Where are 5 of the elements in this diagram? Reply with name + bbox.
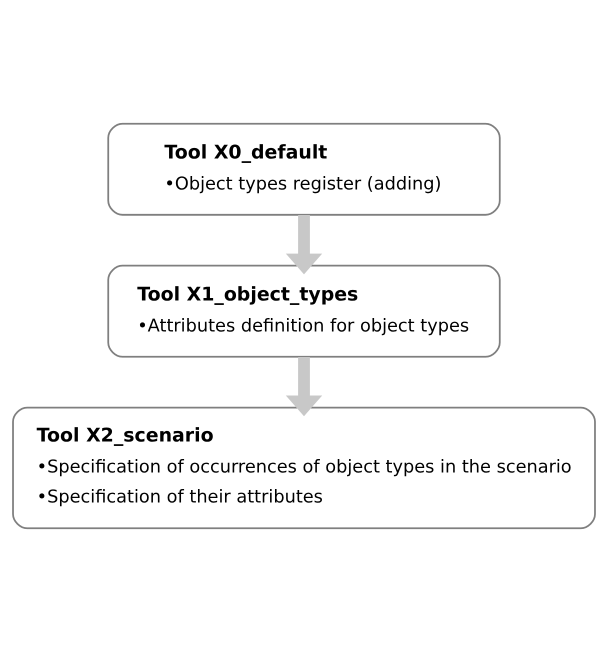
arrow <box>286 357 322 416</box>
node-box: Tool X0_default •Object types register (adding) <box>107 122 501 216</box>
node-box: Tool X2_scenario •Specification of occurrences of object types in the scenario •Specification of their attributes <box>12 406 596 530</box>
node-box: Tool X1_object_types •Attributes definition for object types <box>107 264 501 358</box>
arrow <box>286 215 322 274</box>
